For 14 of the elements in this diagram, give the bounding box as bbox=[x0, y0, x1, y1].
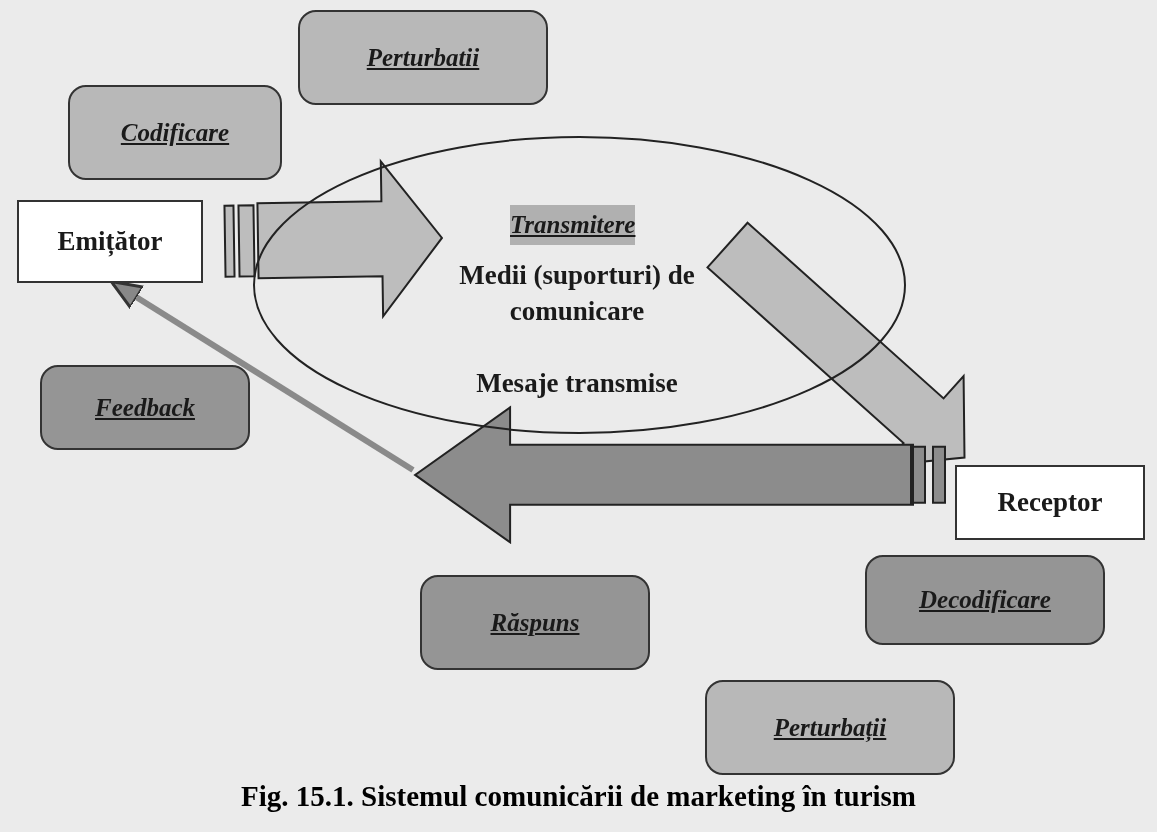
block-arrow bbox=[413, 405, 946, 545]
actor-box: Receptor bbox=[955, 465, 1145, 540]
figure-caption: Fig. 15.1. Sistemul comunicării de marketing în turism bbox=[240, 780, 917, 813]
stage-box: Perturbatii bbox=[298, 10, 548, 105]
stage-box: Perturbații bbox=[705, 680, 955, 775]
actor-box: Emițător bbox=[17, 200, 203, 283]
block-arrow bbox=[223, 158, 444, 320]
stage-box: Decodificare bbox=[865, 555, 1105, 645]
channel-heading: Transmitere bbox=[510, 205, 636, 245]
stage-box: Feedback bbox=[40, 365, 250, 450]
channel-text: Medii (suporturi) de comunicare bbox=[458, 259, 696, 328]
stage-box: Codificare bbox=[68, 85, 282, 180]
stage-box: Răspuns bbox=[420, 575, 650, 670]
channel-text: Mesaje transmise bbox=[475, 367, 679, 400]
